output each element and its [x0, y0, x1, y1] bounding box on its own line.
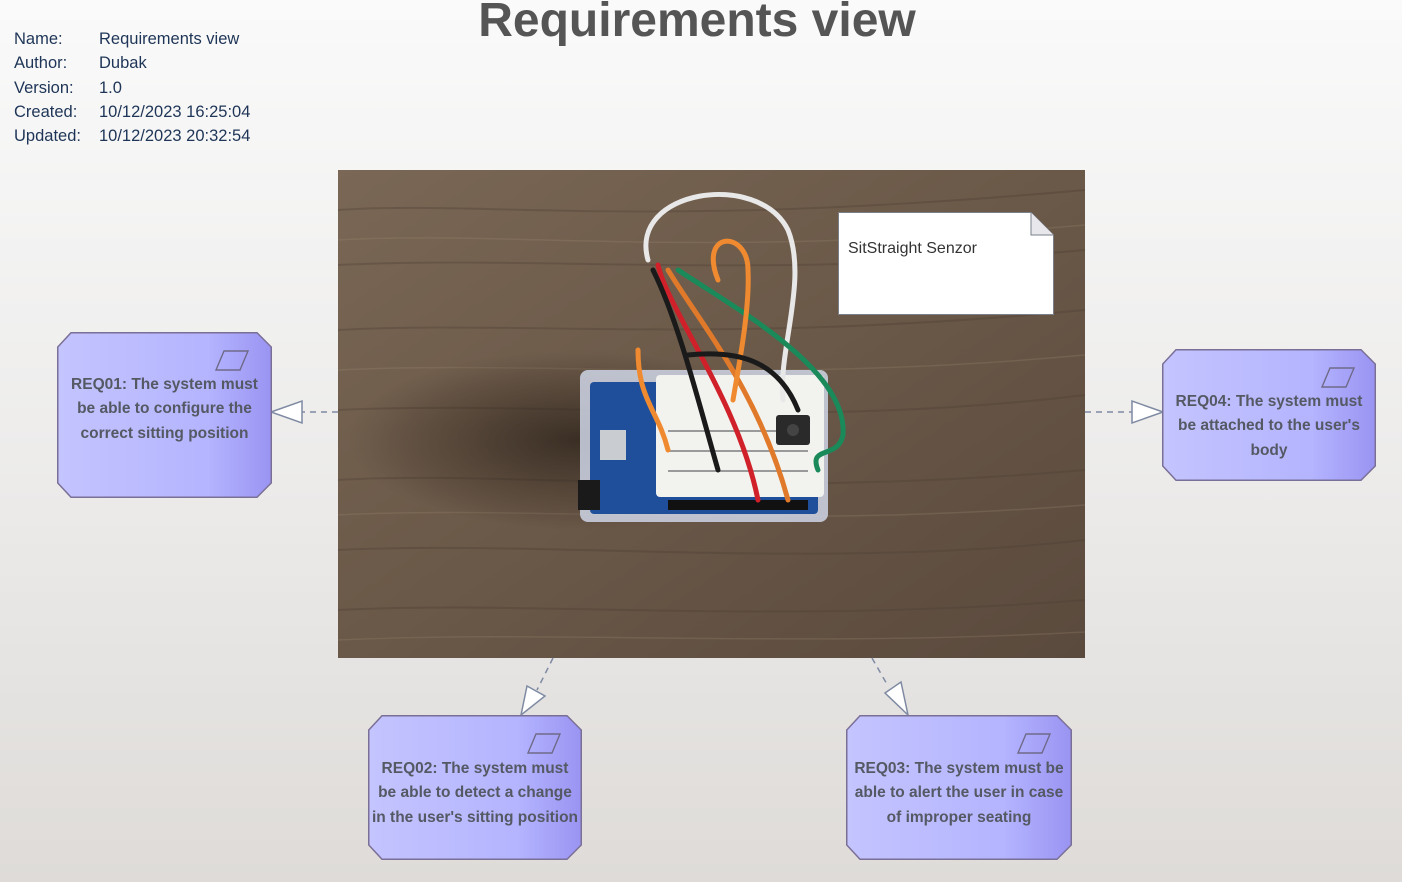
requirement-line: correct sitting position	[80, 424, 249, 442]
requirement-line: be attached to the user's	[1178, 417, 1360, 435]
parallelogram-icon	[214, 350, 250, 371]
requirement-shape	[1162, 349, 1376, 481]
parallelogram-icon	[1016, 733, 1052, 754]
diagram-title: Requirements view	[478, 0, 916, 47]
metadata-label: Updated:	[14, 127, 81, 146]
metadata-author-row: Author: Dubak	[14, 51, 250, 75]
metadata-created-row: Created: 10/12/2023 16:25:04	[14, 100, 250, 124]
requirement-line: able to alert the user in case	[854, 784, 1064, 802]
requirement-text: REQ02: The system must be able to detect…	[368, 757, 582, 830]
requirement-req03[interactable]: REQ03: The system must be able to alert …	[846, 715, 1072, 860]
requirement-shape	[846, 715, 1072, 860]
metadata-label: Version:	[14, 78, 74, 97]
note-sitstraight-senzor[interactable]: SitStraight Senzor	[838, 212, 1054, 315]
requirement-line: in the user's sitting position	[371, 808, 579, 826]
requirement-req02[interactable]: REQ02: The system must be able to detect…	[368, 715, 582, 860]
connector-req01-arrowhead	[268, 399, 303, 425]
requirement-line: be able to configure the	[77, 400, 252, 418]
metadata-value: 10/12/2023 16:25:04	[99, 102, 251, 121]
connector-req02-arrowhead	[519, 684, 547, 717]
requirement-req01[interactable]: REQ01: The system must be able to config…	[57, 332, 272, 498]
metadata-value: Requirements view	[99, 30, 240, 48]
metadata-updated-row: Updated: 10/12/2023 20:32:54	[14, 124, 250, 148]
parallelogram-icon	[526, 733, 562, 754]
metadata-value: 10/12/2023 20:32:54	[99, 127, 251, 146]
diagram-metadata: Name: Requirements view Author: Dubak Vers…	[14, 27, 250, 148]
requirement-line: REQ01: The system must	[71, 376, 258, 393]
requirement-req04[interactable]: REQ04: The system must be attached to th…	[1162, 349, 1376, 481]
metadata-value: Dubak	[99, 54, 147, 73]
metadata-label: Name:	[14, 30, 63, 48]
metadata-value: 1.0	[99, 78, 122, 97]
requirement-line: REQ04: The system must	[1175, 393, 1363, 410]
requirement-line: of improper seating	[886, 808, 1032, 826]
requirement-text: REQ01: The system must be able to config…	[57, 373, 272, 446]
requirement-text: REQ04: The system must be attached to th…	[1162, 390, 1376, 463]
metadata-label: Created:	[14, 102, 78, 121]
requirement-line: REQ02: The system must	[381, 760, 569, 777]
metadata-name-row: Name: Requirements view	[14, 27, 250, 51]
requirement-line: REQ03: The system must be	[854, 760, 1064, 777]
requirement-line: be able to detect a change	[378, 784, 572, 802]
requirement-line: body	[1250, 441, 1288, 459]
parallelogram-icon	[1320, 367, 1356, 388]
connector-req03-arrowhead	[883, 680, 910, 718]
note-shape	[838, 212, 1054, 315]
metadata-label: Author:	[14, 54, 68, 73]
connector-req03-line	[871, 657, 889, 687]
connector-req04-arrowhead	[1131, 399, 1166, 425]
metadata-version-row: Version: 1.0	[14, 76, 250, 100]
requirement-text: REQ03: The system must be able to alert …	[846, 757, 1072, 830]
note-text: SitStraight Senzor	[848, 240, 977, 257]
connector-req02-line	[536, 657, 554, 691]
requirement-shape	[57, 332, 272, 498]
